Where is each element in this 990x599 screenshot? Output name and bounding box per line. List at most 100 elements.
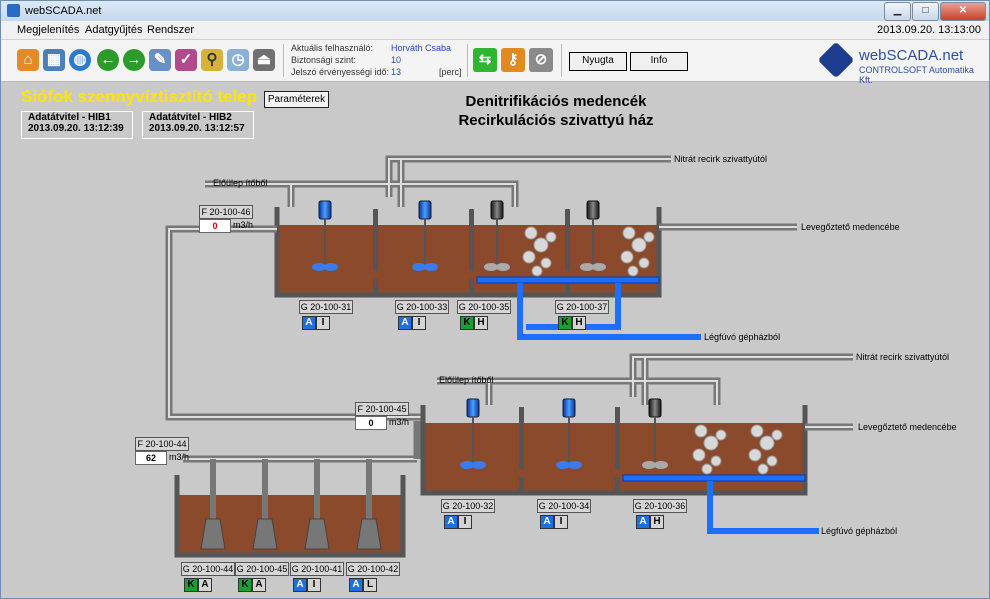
- partition-wall: [565, 209, 570, 271]
- flow-meter-value: 0: [199, 219, 231, 233]
- flow-meter-tag[interactable]: F 20-100-45: [355, 402, 409, 416]
- bottom-denitrification-tank: [420, 405, 819, 534]
- flow-meter-value: 0: [355, 416, 387, 430]
- comm-label: Adatátvitel - HIB2: [149, 112, 232, 123]
- pump-tag[interactable]: G 20-100-45: [235, 562, 289, 576]
- blower-house-label-bottom: Légfúvó gépházból: [821, 526, 898, 536]
- menu-system[interactable]: Rendszer: [147, 24, 195, 36]
- mode-auto-indicator[interactable]: A: [349, 578, 363, 592]
- flow-meter-unit: m3/h: [389, 417, 410, 427]
- user-label: Aktuális felhasználó:: [291, 43, 374, 53]
- nitrate-recirc-label-top: Nitrát recirk szivattyútól: [674, 154, 768, 164]
- mixer-tag[interactable]: G 20-100-34: [537, 499, 591, 513]
- comm-status-hib1: Adatátvitel - HIB1 2013.09.20. 13:12:39: [21, 111, 133, 139]
- mixer-g36[interactable]: [642, 398, 668, 469]
- mode-manual-indicator[interactable]: K: [460, 316, 474, 330]
- state-indicator: H: [650, 515, 664, 529]
- partition-wall: [615, 477, 620, 491]
- mixer-tag[interactable]: G 20-100-32: [441, 499, 495, 513]
- site-title: Siófok szennyvíztisztító telep: [21, 87, 258, 106]
- top-pipework-highlight: [205, 158, 797, 228]
- info-button[interactable]: Info: [630, 52, 688, 71]
- mode-auto-indicator[interactable]: A: [302, 316, 316, 330]
- mode-manual-indicator[interactable]: K: [238, 578, 252, 592]
- partition-wall: [373, 209, 378, 271]
- partition-wall: [469, 209, 474, 271]
- mode-auto-indicator[interactable]: A: [398, 316, 412, 330]
- mode-manual-indicator[interactable]: K: [558, 316, 572, 330]
- minimize-button[interactable]: ▁: [884, 2, 911, 21]
- mixer-g34[interactable]: [556, 398, 582, 469]
- level-label: Biztonsági szint:: [291, 55, 357, 65]
- aeration-basin-label-top: Levegőztető medencébe: [801, 222, 900, 232]
- tank-wall: [420, 405, 808, 496]
- toolbar-separator: [467, 44, 468, 77]
- comm-label: Adatátvitel - HIB1: [28, 112, 111, 123]
- acknowledge-button[interactable]: Nyugta: [569, 52, 627, 71]
- maximize-button[interactable]: □: [912, 2, 939, 21]
- mixer-tag[interactable]: G 20-100-33: [395, 300, 449, 314]
- menu-view[interactable]: Megjelenítés: [17, 24, 80, 36]
- mixer-tag[interactable]: G 20-100-36: [633, 499, 687, 513]
- key-icon[interactable]: ⚷: [501, 48, 525, 72]
- parameters-button[interactable]: Paraméterek: [264, 91, 329, 108]
- globe-icon[interactable]: ◍: [69, 49, 91, 71]
- partition-wall: [519, 407, 524, 469]
- search-icon[interactable]: ⚲: [201, 49, 223, 71]
- switch-icon[interactable]: ⇆: [473, 48, 497, 72]
- state-indicator: I: [412, 316, 426, 330]
- alarm-mute-icon[interactable]: ⊘: [529, 48, 553, 72]
- close-button[interactable]: ✕: [940, 2, 986, 21]
- toolbar-separator: [561, 44, 562, 77]
- brand-name: webSCADA.net: [859, 47, 964, 64]
- mixer-tag[interactable]: G 20-100-35: [457, 300, 511, 314]
- home-icon[interactable]: ⌂: [17, 49, 39, 71]
- top-denitrification-tank: [274, 207, 701, 340]
- mixer-g37[interactable]: [580, 200, 606, 271]
- mode-auto-indicator[interactable]: A: [444, 515, 458, 529]
- flow-meter-tag[interactable]: F 20-100-46: [199, 205, 253, 219]
- flow-meter-tag[interactable]: F 20-100-44: [135, 437, 189, 451]
- exit-icon[interactable]: ⏏: [253, 49, 275, 71]
- mixer-g31[interactable]: [312, 200, 338, 271]
- password-validity-label: Jelszó érvényességi idő:: [291, 67, 390, 77]
- edit-icon[interactable]: ✎: [149, 49, 171, 71]
- menu-data-collection[interactable]: Adatgyűjtés: [85, 24, 143, 36]
- mixer-tag[interactable]: G 20-100-31: [299, 300, 353, 314]
- level-value: 10: [391, 55, 402, 65]
- aeration-basin-label-bottom: Levegőztető medencébe: [858, 422, 957, 432]
- mode-auto-indicator[interactable]: A: [540, 515, 554, 529]
- mode-auto-indicator[interactable]: A: [636, 515, 650, 529]
- page-title: Denitrifikációs medencék: [465, 93, 647, 110]
- partition-wall: [469, 279, 474, 293]
- pump-tag[interactable]: G 20-100-41: [290, 562, 344, 576]
- mode-manual-indicator[interactable]: K: [184, 578, 198, 592]
- back-icon[interactable]: ←: [97, 49, 119, 71]
- mixer-g35[interactable]: [484, 200, 510, 271]
- tank-wall: [274, 207, 662, 298]
- pump-columns: [210, 459, 372, 521]
- partition-wall: [565, 279, 570, 293]
- pump-tag[interactable]: G 20-100-42: [346, 562, 400, 576]
- pump-tag[interactable]: G 20-100-44: [181, 562, 235, 576]
- air-supply-pipe: [526, 283, 621, 330]
- report-icon[interactable]: ✓: [175, 49, 197, 71]
- schedule-icon[interactable]: ◷: [227, 49, 249, 71]
- mixer-tag[interactable]: G 20-100-37: [555, 300, 609, 314]
- mixer-g32[interactable]: [460, 398, 486, 469]
- partition-wall: [373, 279, 378, 293]
- preclarifier-label-top: Előülep ítőből: [213, 178, 268, 188]
- recirculation-pump-sump: [174, 421, 421, 558]
- mixer-g33[interactable]: [412, 200, 438, 271]
- state-indicator: I: [458, 515, 472, 529]
- toolbar-separator: [283, 44, 284, 77]
- aeration-bubbles: [692, 424, 783, 475]
- map-icon[interactable]: ▦: [43, 49, 65, 71]
- blower-house-label-top: Légfúvó gépházból: [704, 332, 781, 342]
- forward-icon[interactable]: →: [123, 49, 145, 71]
- state-indicator: I: [307, 578, 321, 592]
- state-indicator: I: [316, 316, 330, 330]
- mode-auto-indicator[interactable]: A: [293, 578, 307, 592]
